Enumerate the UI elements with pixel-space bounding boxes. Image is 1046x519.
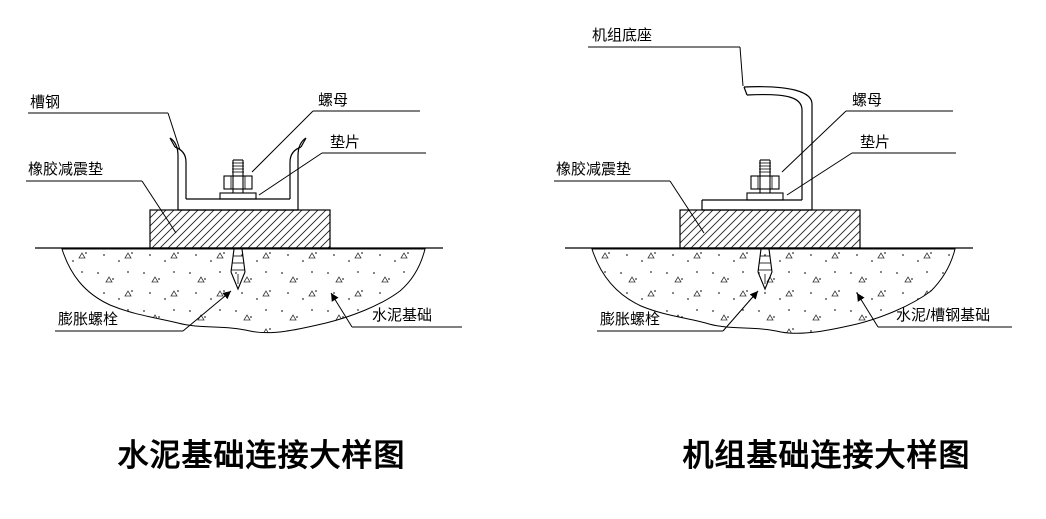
diagram-unit-foundation: 机组底座 螺母 垫片 橡胶减震垫	[523, 0, 1046, 519]
rubber-damper-pad-shape	[149, 209, 331, 249]
label-unit-base: 机组底座	[592, 27, 652, 44]
bolt-nut-washer-assembly	[746, 159, 784, 201]
label-expansion-bolt: 膨胀螺栓	[58, 311, 118, 328]
concrete-foundation-shape	[591, 248, 956, 334]
leader-nut	[251, 110, 420, 173]
diagram-title-cement: 水泥基础连接大样图	[117, 438, 406, 473]
cement-foundation-detail-drawing: 槽钢 螺母 垫片 橡胶减震垫 膨	[26, 92, 462, 334]
leader-expansion-bolt	[55, 290, 232, 332]
leader-foundation	[330, 292, 462, 328]
unit-base-bracket-shape	[701, 86, 813, 211]
label-foundation: 水泥/槽钢基础	[896, 307, 990, 324]
label-channel-steel: 槽钢	[30, 94, 60, 111]
expansion-bolt-anchor-shape	[230, 248, 246, 291]
concrete-foundation-shape	[61, 248, 426, 334]
label-expansion-bolt: 膨胀螺栓	[600, 311, 660, 328]
label-washer: 垫片	[330, 134, 360, 151]
leader-foundation	[856, 292, 1012, 328]
diagram-title-unit: 机组基础连接大样图	[682, 438, 971, 473]
leader-rubber-damper-pad	[26, 180, 177, 234]
label-nut: 螺母	[318, 92, 348, 109]
unit-foundation-detail-drawing: 机组底座 螺母 垫片 橡胶减震垫	[554, 27, 1012, 334]
leader-expansion-bolt	[597, 290, 759, 332]
label-nut: 螺母	[852, 92, 882, 109]
label-washer: 垫片	[860, 134, 890, 151]
label-rubber-damper-pad: 橡胶减震垫	[28, 161, 103, 178]
leader-washer	[786, 152, 956, 196]
leader-channel-steel	[28, 112, 181, 151]
label-rubber-damper-pad: 橡胶减震垫	[556, 161, 631, 178]
diagram-cement-foundation: 槽钢 螺母 垫片 橡胶减震垫 膨	[26, 92, 462, 473]
rubber-damper-pad-shape	[679, 209, 861, 249]
label-foundation: 水泥基础	[372, 307, 432, 324]
leader-rubber-damper-pad	[554, 180, 705, 234]
bolt-nut-washer-assembly	[219, 159, 257, 200]
leader-washer	[258, 152, 426, 196]
leader-unit-base	[588, 46, 744, 87]
expansion-bolt-anchor-shape	[757, 248, 773, 291]
leader-nut	[781, 110, 953, 173]
